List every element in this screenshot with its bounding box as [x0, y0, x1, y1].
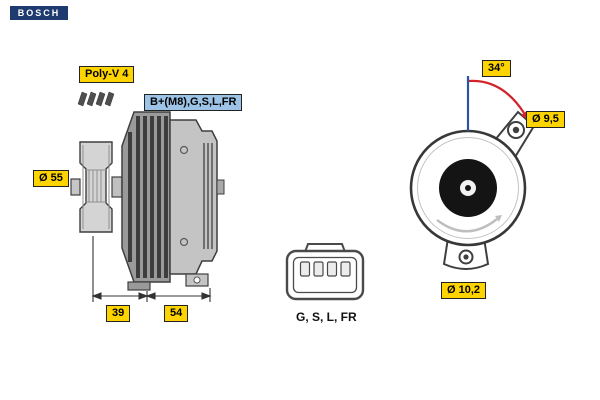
pulley — [79, 141, 113, 233]
connector-inner-outline — [292, 256, 358, 294]
pulley-shaft — [111, 176, 123, 198]
mounting-hole-bottom — [458, 249, 474, 265]
label-terminals: B+(M8),G,S,L,FR — [144, 94, 243, 111]
connector-drawing — [285, 243, 365, 301]
housing-inner-ring — [417, 137, 519, 239]
dim-39-label: 39 — [106, 305, 131, 322]
rotation-arrow — [436, 215, 502, 233]
label-angle: 34° — [482, 60, 511, 77]
label-poly-v: Poly-V 4 — [79, 66, 135, 83]
rotor-center-dot — [465, 185, 471, 191]
brand-logo-text: BOSCH — [17, 8, 61, 18]
dim-54-label: 54 — [164, 305, 189, 322]
shaft-nut — [70, 178, 81, 196]
alternator-body-rear — [169, 119, 225, 275]
cooling-fins — [128, 116, 168, 278]
side-view-drawing — [70, 91, 225, 291]
brand-logo: BOSCH — [10, 6, 68, 20]
label-pulley-diameter: Ø 55 — [33, 170, 69, 187]
connector-caption: G, S, L, FR — [296, 310, 357, 324]
label-hole-top-diameter: Ø 9,5 — [526, 111, 565, 128]
connector-pins — [299, 261, 351, 277]
connector-outline — [285, 249, 365, 301]
label-hole-bottom-diameter: Ø 10,2 — [441, 282, 487, 299]
belt-cross-section-icon — [77, 91, 115, 107]
mounting-foot-front — [127, 281, 151, 291]
dimension-lines — [91, 236, 212, 302]
mounting-foot-rear — [185, 273, 209, 287]
front-view-drawing — [409, 76, 536, 270]
mounting-hole-top — [507, 121, 525, 139]
alternator-body-front — [121, 111, 171, 283]
